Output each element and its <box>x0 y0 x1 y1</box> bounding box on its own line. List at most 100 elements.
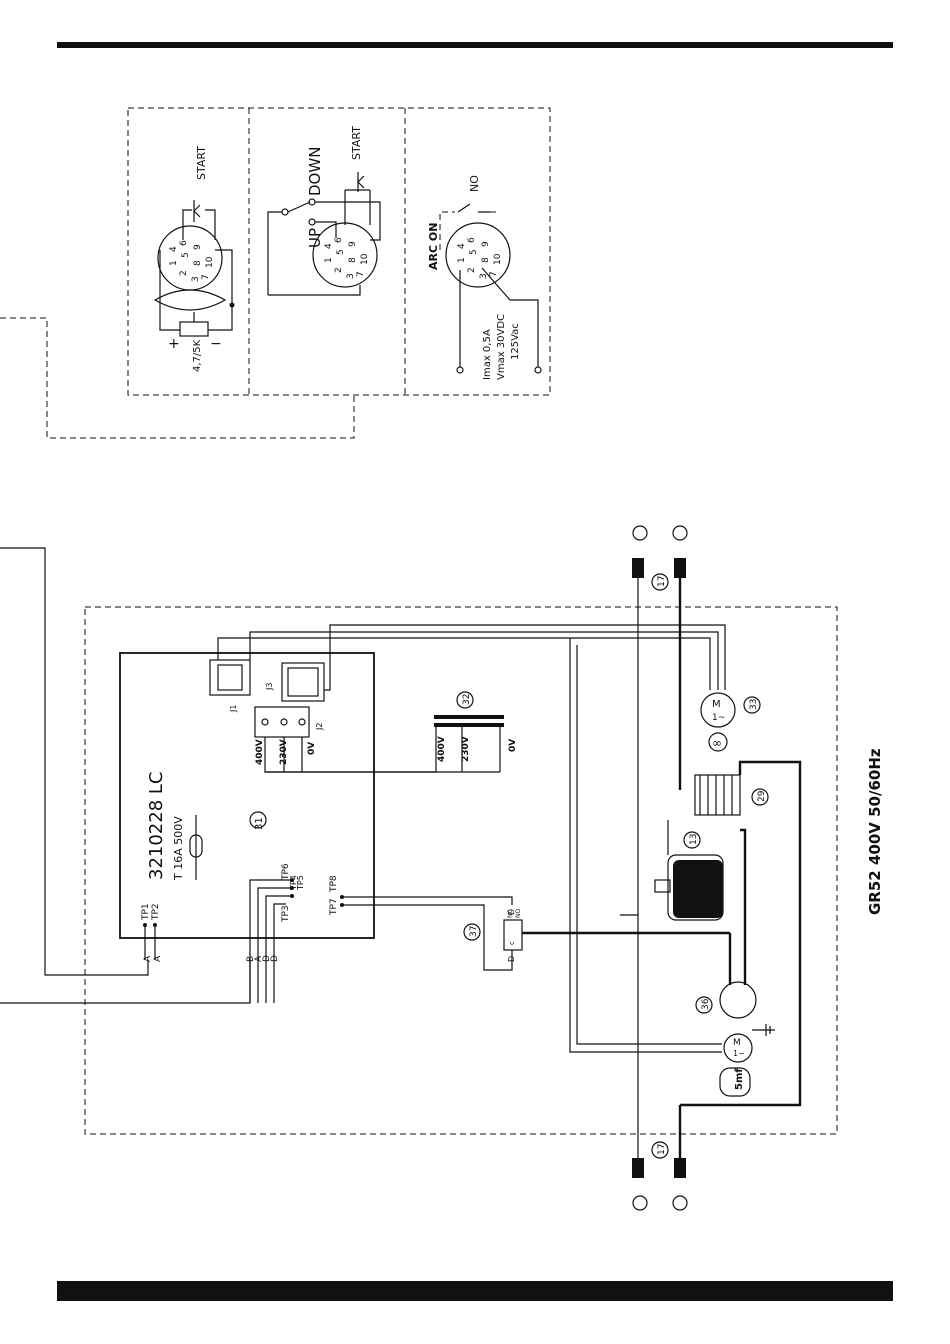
svg-text:2: 2 <box>467 267 477 273</box>
board-ref: 31 <box>254 817 265 830</box>
svg-text:400V: 400V <box>255 739 265 765</box>
svg-text:2: 2 <box>334 267 344 273</box>
no-label: NO <box>468 175 481 192</box>
imax-label: Imax 0,5A <box>482 329 493 380</box>
up-label: UP <box>306 228 324 248</box>
svg-text:1: 1 <box>324 257 334 263</box>
pump: M 1~ 36 5mf <box>695 981 775 1097</box>
svg-text:TP3: TP3 <box>281 905 291 923</box>
svg-text:J3: J3 <box>265 683 274 691</box>
top-bar <box>57 42 893 48</box>
pin-label: 7 <box>201 274 211 280</box>
svg-text:TP8: TP8 <box>329 875 339 893</box>
svg-text:TP4: TP4 <box>289 875 298 891</box>
svg-text:M: M <box>733 1038 741 1048</box>
svg-text:7: 7 <box>489 271 499 277</box>
svg-text:9: 9 <box>348 241 358 247</box>
bottom-bar <box>57 1281 893 1301</box>
svg-text:3: 3 <box>346 273 356 279</box>
transformer: 400V 230V 0V 32 <box>434 691 518 772</box>
remote-panel-updown: 1 2 3 4 5 6 7 8 9 10 START DOWN UP <box>267 126 381 296</box>
svg-text:13: 13 <box>689 834 699 845</box>
start-label: START <box>195 146 208 180</box>
svg-text:7: 7 <box>356 271 366 277</box>
svg-text:c: c <box>508 941 516 945</box>
svg-text:0V: 0V <box>508 739 518 752</box>
svg-text:D: D <box>507 909 516 915</box>
remote-panel-potentiometer: 1 2 3 4 5 6 7 8 9 10 START 4,7/5K + − <box>153 146 235 372</box>
svg-text:0V: 0V <box>307 742 317 755</box>
svg-text:400V: 400V <box>437 736 447 762</box>
svg-text:TP5: TP5 <box>296 875 305 891</box>
minus-sign: − <box>210 336 222 352</box>
down-label: DOWN <box>306 147 324 196</box>
svg-text:230V: 230V <box>461 736 471 762</box>
remote-panels-box <box>0 107 551 439</box>
svg-text:10: 10 <box>360 253 370 265</box>
pin-label: 5 <box>181 252 191 258</box>
svg-text:J1: J1 <box>229 705 238 713</box>
svg-text:9: 9 <box>481 241 491 247</box>
svg-text:D: D <box>262 955 272 962</box>
fittings: 17 17 <box>632 525 688 1211</box>
svg-text:M: M <box>712 699 721 710</box>
svg-text:D: D <box>507 956 516 962</box>
pin-label: 3 <box>191 276 201 282</box>
pin-label: 1 <box>169 260 179 266</box>
plus-sign: + <box>168 336 180 352</box>
svg-text:17: 17 <box>657 1144 667 1155</box>
svg-text:37: 37 <box>469 926 479 937</box>
svg-text:1: 1 <box>457 257 467 263</box>
svg-text:5: 5 <box>336 249 346 255</box>
pin-label: 2 <box>179 270 189 276</box>
svg-text:17: 17 <box>657 576 667 587</box>
svg-text:8: 8 <box>348 257 358 263</box>
fuse-label: T 16A 500V <box>172 816 185 881</box>
svg-text:A: A <box>153 955 163 962</box>
svg-text:1~: 1~ <box>712 713 725 723</box>
pin-label: 6 <box>179 240 189 246</box>
svg-text:36: 36 <box>701 998 711 1010</box>
radiator: 29 <box>694 774 769 816</box>
svg-text:J2: J2 <box>315 723 324 731</box>
svg-text:5: 5 <box>469 249 479 255</box>
svg-text:10: 10 <box>493 253 503 265</box>
svg-text:1~: 1~ <box>733 1049 745 1058</box>
svg-text:6: 6 <box>334 237 344 243</box>
pin-label: 8 <box>193 260 203 266</box>
remote-panel-arc-on: 1 2 3 4 5 6 7 8 9 10 NO ARC ON Imax 0,5A… <box>427 175 542 380</box>
svg-text:6: 6 <box>467 237 477 243</box>
svg-text:B: B <box>246 956 256 962</box>
svg-text:4: 4 <box>457 243 467 249</box>
fan-motor: M 1~ ∞ 33 <box>700 692 761 752</box>
svg-text:TP7: TP7 <box>329 898 339 916</box>
pin-label: 9 <box>193 244 203 250</box>
svg-text:TP2: TP2 <box>151 903 161 921</box>
svg-text:TP1: TP1 <box>141 903 151 921</box>
svg-text:D: D <box>270 955 280 962</box>
svg-text:32: 32 <box>462 694 472 705</box>
svg-text:33: 33 <box>749 699 759 710</box>
vac-label: 125Vac <box>510 323 521 360</box>
control-board: 3210228 LC T 16A 500V 31 TP1 TP2 A A TP3… <box>119 652 513 1003</box>
main-unit-box <box>84 606 838 1135</box>
pin-label: 4 <box>169 246 179 252</box>
svg-text:8: 8 <box>481 257 491 263</box>
svg-text:∞: ∞ <box>712 736 722 750</box>
start-label: START <box>350 126 363 160</box>
svg-text:29: 29 <box>757 790 767 802</box>
board-code: 3210228 LC <box>146 772 167 880</box>
svg-text:A: A <box>143 955 153 962</box>
svg-text:NC: NC <box>507 909 514 918</box>
svg-text:TP6: TP6 <box>281 863 291 881</box>
pin-label: 10 <box>205 256 215 268</box>
svg-text:5mf: 5mf <box>734 1068 745 1090</box>
svg-text:3: 3 <box>479 273 489 279</box>
svg-text:NO: NO <box>515 909 522 918</box>
potentiometer-label: 4,7/5K <box>192 339 203 372</box>
vmax-label: Vmax 30VDC <box>496 314 507 380</box>
arc-on-label: ARC ON <box>427 223 440 270</box>
pressure-switch: NC NO D c D 37 <box>463 909 523 962</box>
svg-text:A: A <box>254 955 264 962</box>
